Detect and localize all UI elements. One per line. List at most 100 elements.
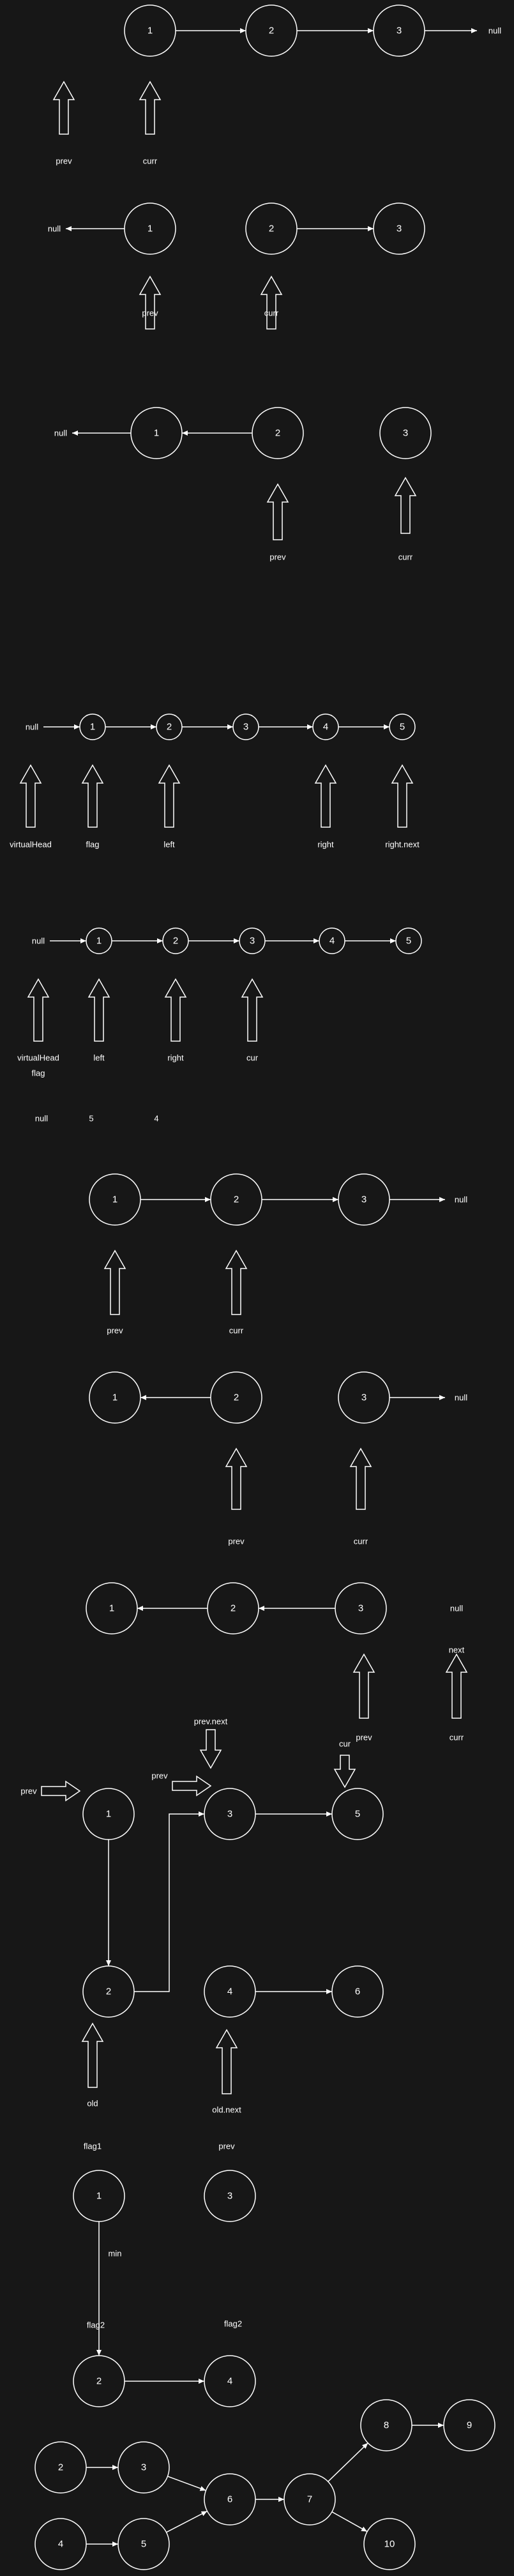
pointer-arrow-s2-curr	[260, 275, 283, 330]
pointer-arrow-s9-old	[81, 2022, 104, 2088]
node-circle	[232, 713, 259, 740]
node-circle	[204, 2170, 256, 2222]
label-s8-prev: prev	[356, 1733, 372, 1742]
node-label: 2	[275, 428, 280, 439]
list-node-s4-n1: 1	[79, 713, 106, 740]
node-label: 3	[250, 936, 255, 947]
node-circle	[338, 1371, 390, 1424]
list-node-s11-n2: 2	[34, 2441, 87, 2494]
label-s10-flag2_a: flag2	[87, 2321, 105, 2330]
node-label: 1	[147, 224, 153, 234]
pointer-arrow-s6-curr	[225, 1249, 248, 1315]
label-s7-prev: prev	[228, 1537, 245, 1546]
node-label: 4	[227, 1986, 232, 1997]
label-s9-prev_a: prev	[20, 1787, 37, 1796]
label-s6-curr: curr	[229, 1326, 244, 1336]
label-s2-prev: prev	[142, 309, 158, 318]
node-label: 1	[96, 2191, 102, 2202]
node-label: 8	[384, 2420, 389, 2431]
label-s4-right: right	[317, 840, 334, 850]
node-circle	[204, 1788, 256, 1840]
node-label: 2	[106, 1986, 111, 1997]
node-circle	[82, 1788, 135, 1840]
list-node-s10-n4: 4	[204, 2355, 256, 2407]
node-circle	[207, 1582, 259, 1635]
node-circle	[245, 4, 298, 57]
list-node-s11-n4: 4	[34, 2518, 87, 2570]
node-label: 10	[384, 2539, 395, 2550]
pointer-arrow-s5-cur	[241, 978, 264, 1042]
node-circle	[82, 1965, 135, 2018]
node-label: 6	[355, 1986, 360, 1997]
list-node-s1-n2: 2	[245, 4, 298, 57]
pointer-arrow-s4-flag	[81, 764, 104, 828]
pointer-arrow-s3-prev	[266, 483, 289, 540]
node-circle	[204, 2355, 256, 2407]
list-node-s11-n6: 6	[204, 2473, 256, 2526]
pointer-arrow-s1-prev	[52, 80, 75, 135]
node-label: 4	[58, 2539, 63, 2550]
list-node-s6-n2: 2	[210, 1173, 262, 1226]
node-label: 3	[243, 722, 248, 733]
edge-s11-n7-to-s11-n10	[331, 2511, 368, 2533]
pointer-arrow-s7-curr	[349, 1447, 372, 1510]
label-s4-left: left	[163, 840, 175, 850]
label-s9-cur: cur	[339, 1739, 351, 1749]
list-node-s11-n3: 3	[117, 2441, 170, 2494]
label-s4-flag: flag	[86, 840, 100, 850]
list-node-s9-n6: 6	[331, 1965, 384, 2018]
node-label: 1	[109, 1603, 114, 1614]
edge-s11-n5-to-s11-n6	[166, 2510, 208, 2533]
node-circle	[73, 2170, 125, 2222]
list-node-s11-n5: 5	[117, 2518, 170, 2570]
node-label: 2	[167, 722, 172, 733]
edge-s11-n3-to-s11-n6	[167, 2476, 206, 2491]
label-s5-right: right	[167, 1053, 184, 1063]
node-label: 2	[173, 936, 178, 947]
label-s3-null: null	[54, 429, 67, 438]
node-circle	[331, 1788, 384, 1840]
label-s9-old: old	[87, 2099, 98, 2108]
label-s4-virtualHead: virtualHead	[10, 840, 52, 850]
label-s10-min: min	[109, 2249, 122, 2259]
list-node-s5-n2: 2	[162, 927, 189, 954]
node-circle	[210, 1371, 262, 1424]
list-node-s3-n2: 2	[252, 407, 304, 459]
pointer-arrow-s8-prev	[352, 1653, 375, 1719]
node-circle	[331, 1965, 384, 2018]
list-node-s11-n10: 10	[363, 2518, 416, 2570]
node-label: 9	[467, 2420, 472, 2431]
list-node-s2-n1: 1	[124, 202, 176, 255]
node-circle	[73, 2355, 125, 2407]
pointer-arrow-s3-curr	[394, 476, 417, 534]
pointer-arrow-s9-prev_next	[199, 1729, 222, 1769]
list-node-s7-n3: 3	[338, 1371, 390, 1424]
pointer-arrow-s7-prev	[225, 1447, 248, 1510]
node-circle	[363, 2518, 416, 2570]
node-circle	[373, 202, 425, 255]
label-s1-null: null	[488, 26, 501, 36]
edges	[43, 28, 477, 2547]
pointer-arrow-s4-virtualHead	[19, 764, 42, 828]
label-s5-row_5: 5	[89, 1114, 93, 1124]
list-node-s3-n1: 1	[130, 407, 183, 459]
node-circle	[252, 407, 304, 459]
node-circle	[34, 2441, 87, 2494]
label-s8-curr: curr	[450, 1733, 464, 1742]
edge-s9-n2-to-s9-n3	[134, 1811, 204, 1992]
node-circle	[379, 407, 432, 459]
list-node-s5-n1: 1	[86, 927, 112, 954]
label-s5-virtualHead: virtualHead	[17, 1053, 59, 1063]
label-s1-prev: prev	[56, 156, 72, 166]
node-label: 4	[329, 936, 335, 947]
pointer-arrow-s4-right_next	[391, 764, 414, 828]
node-circle	[283, 2473, 336, 2526]
label-s6-prev: prev	[107, 1326, 123, 1336]
edge-s11-n7-to-s11-n8	[328, 2443, 368, 2482]
list-node-s2-n2: 2	[245, 202, 298, 255]
list-node-s11-n7: 7	[283, 2473, 336, 2526]
node-label: 5	[400, 722, 405, 733]
